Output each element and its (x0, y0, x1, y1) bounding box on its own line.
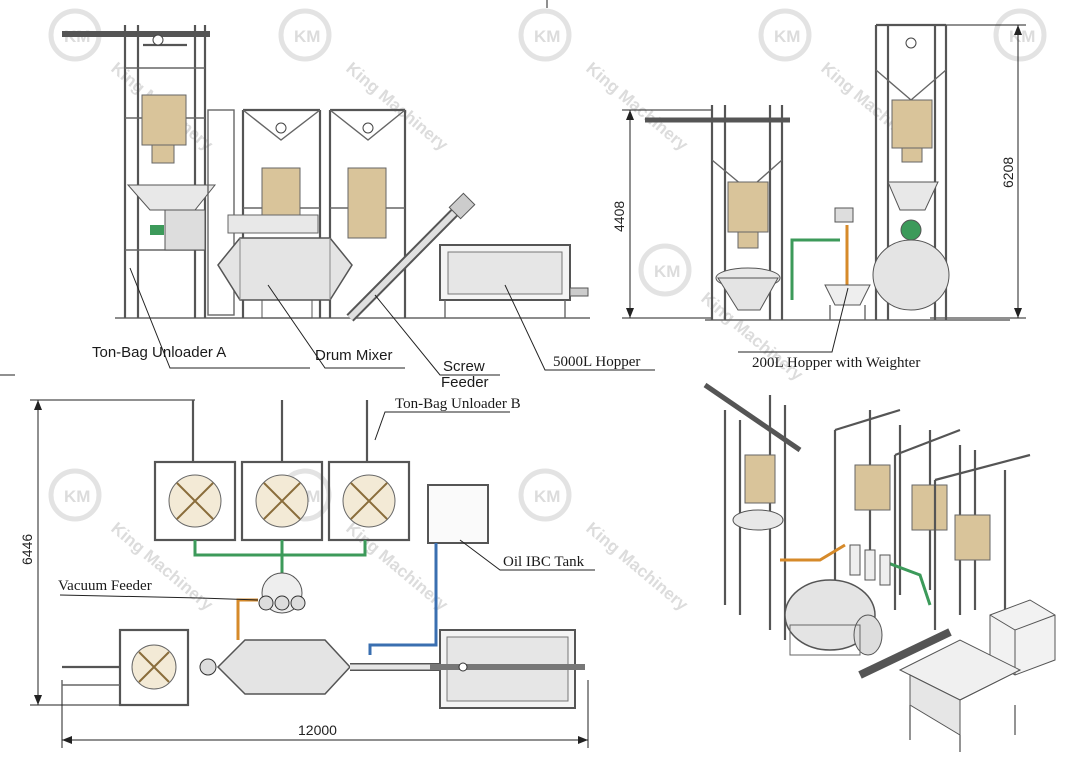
watermark-text: King Machinery (582, 59, 692, 155)
leader-line (267, 284, 405, 369)
svg-text:KM: KM (294, 27, 320, 46)
ton-bag-unloader-frame (328, 108, 407, 318)
svg-text:KM: KM (64, 487, 90, 506)
svg-text:KM: KM (534, 487, 560, 506)
watermark-logo: KM (638, 243, 692, 297)
leader-line (129, 267, 310, 369)
iso-unloader-a (703, 382, 802, 640)
plan-view: 6446 12000 (19, 396, 595, 748)
dimension-height-left: 4408 (611, 201, 627, 232)
screw-feeder (346, 192, 476, 322)
ton-bag-unloader-a-plan (62, 628, 190, 707)
svg-text:KM: KM (534, 27, 560, 46)
svg-text:KM: KM (774, 27, 800, 46)
watermark-logo: KM (48, 468, 102, 522)
label-screw-feeder-2: Feeder (441, 374, 489, 391)
label-ton-bag-unloader-b: Ton-Bag Unloader B (395, 396, 521, 412)
leader-line (459, 539, 595, 571)
watermark-text: King Machinery (342, 59, 452, 155)
leader-line (504, 284, 655, 371)
hopper-5000l (439, 244, 589, 318)
iso-vacuum-feeder (849, 544, 891, 586)
front-elevation-view: Ton-Bag Unloader A Drum Mixer Screw Feed… (62, 25, 655, 391)
dimension-height-right: 6208 (1000, 157, 1016, 188)
svg-text:KM: KM (654, 262, 680, 281)
watermark-logo: KM (278, 8, 332, 62)
ton-bag-unloader-tall (872, 23, 950, 320)
iso-hopper-5000l (898, 639, 1022, 752)
label-drum-mixer: Drum Mixer (315, 347, 393, 364)
watermark-logo: KM (518, 8, 572, 62)
label-hopper-200l: 200L Hopper with Weighter (752, 355, 920, 371)
ton-bag-unloader-b-plan (153, 400, 237, 542)
leader-line (374, 294, 500, 376)
oil-ibc-tank (368, 484, 489, 655)
label-oil-ibc-tank: Oil IBC Tank (503, 554, 585, 570)
dimension-plan-length: 12000 (298, 722, 337, 738)
watermark-logo: KM (518, 468, 572, 522)
drum-mixer-plan (199, 639, 440, 695)
label-ton-bag-unloader-a: Ton-Bag Unloader A (92, 344, 226, 361)
label-screw-feeder-1: Screw (443, 358, 485, 375)
ton-bag-unloader-b-plan (240, 400, 324, 542)
side-elevation-view: 4408 6208 (611, 23, 1026, 371)
ton-bag-unloader-a (62, 25, 217, 318)
leader-line (374, 411, 510, 441)
watermark-text: King Machinery (107, 519, 217, 615)
iso-unloader-b (893, 428, 962, 615)
label-vacuum-feeder: Vacuum Feeder (58, 578, 152, 594)
drum-mixer (217, 214, 353, 319)
iso-unloader-b (933, 450, 1031, 635)
leader-line (738, 287, 849, 353)
ton-bag-unloader-b-plan (327, 400, 411, 542)
isometric-view (703, 382, 1056, 752)
watermark-logo: KM (758, 8, 812, 62)
vacuum-feeder (258, 572, 306, 614)
dimension-plan-depth: 6446 (19, 534, 35, 565)
svg-text:KM: KM (1009, 27, 1035, 46)
leader-line (59, 594, 259, 601)
hopper-200l (824, 207, 871, 320)
iso-drum-mixer (784, 579, 883, 656)
ton-bag-unloader-side (645, 105, 790, 320)
watermark-text: King Machinery (582, 519, 692, 615)
label-hopper-5000l: 5000L Hopper (553, 354, 640, 370)
hopper-5000l-plan (430, 629, 585, 709)
